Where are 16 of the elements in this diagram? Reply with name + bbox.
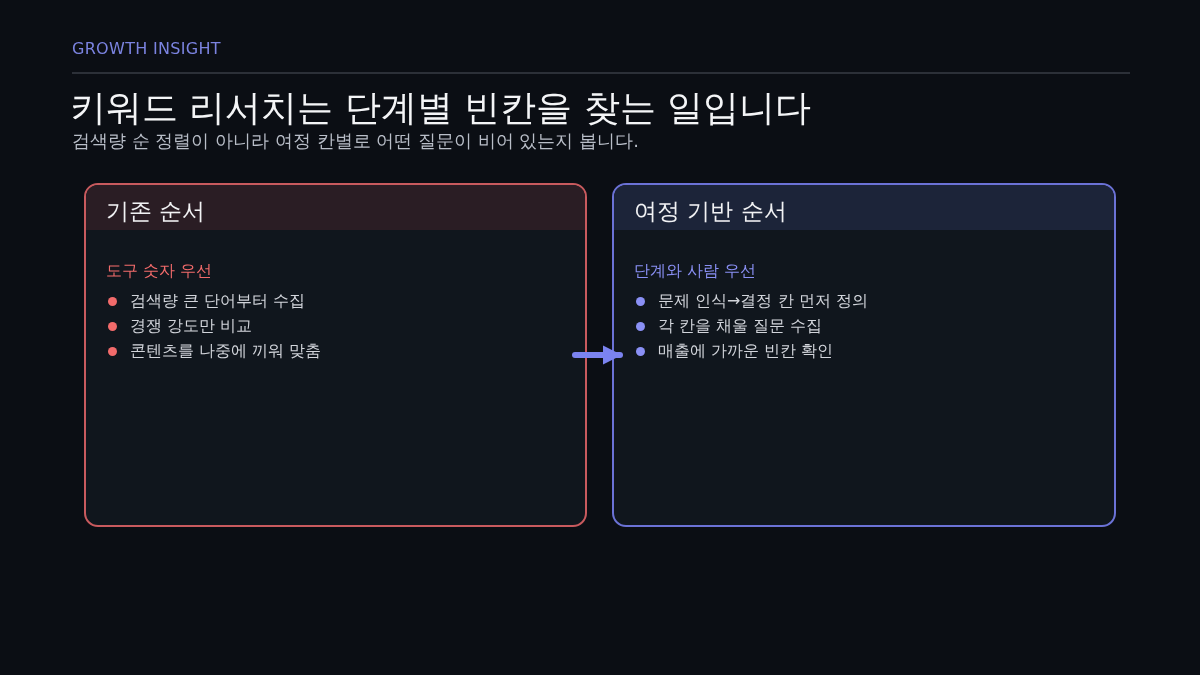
subtitle: 검색량 순 정렬이 아니라 여정 칸별로 어떤 질문이 비어 있는지 봅니다. <box>72 129 639 153</box>
arrow <box>572 345 623 365</box>
bullet-item: 경쟁 강도만 비교 <box>106 316 253 337</box>
kicker-label: GROWTH INSIGHT <box>72 39 221 58</box>
card-header: 여정 기반 순서 <box>614 185 1114 230</box>
card <box>84 183 587 527</box>
card <box>612 183 1116 527</box>
card-subheading: 도구 숫자 우선 <box>106 261 213 282</box>
bullet-item: 콘텐츠를 나중에 끼워 맞춤 <box>106 341 322 362</box>
title: 키워드 리서치는 단계별 빈칸을 찾는 일입니다 <box>70 86 812 130</box>
bullet-item: 문제 인식→결정 칸 먼저 정의 <box>634 291 868 312</box>
card-header: 기존 순서 <box>86 185 585 230</box>
card-subheading: 단계와 사람 우선 <box>634 261 757 282</box>
bullet-item: 검색량 큰 단어부터 수집 <box>106 291 306 312</box>
bullet-item: 각 칸을 채울 질문 수집 <box>634 316 823 337</box>
bullet-item: 매출에 가까운 빈칸 확인 <box>634 341 834 362</box>
